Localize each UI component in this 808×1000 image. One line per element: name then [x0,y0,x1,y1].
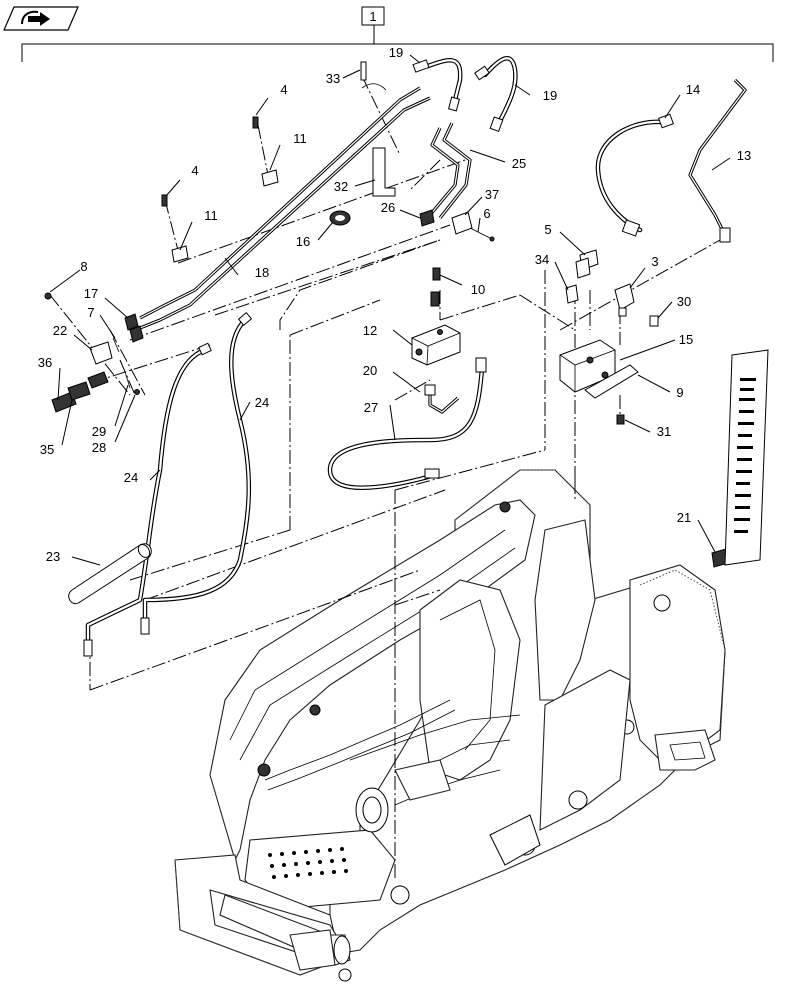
callout-34[interactable]: 34 [535,252,549,267]
callout-37[interactable]: 37 [485,187,499,202]
return-arrow-icon[interactable] [3,6,79,31]
callout-10[interactable]: 10 [471,282,485,297]
callout-12[interactable]: 12 [363,323,377,338]
callout-9[interactable]: 9 [676,385,683,400]
callout-21[interactable]: 21 [677,510,691,525]
small-parts [44,61,769,604]
assembly-bracket: 1 [21,6,774,62]
callout-5[interactable]: 5 [544,222,551,237]
callout-32[interactable]: 32 [334,179,348,194]
assembly-label[interactable]: 1 [369,9,376,24]
callout-36[interactable]: 36 [38,355,52,370]
callout-4[interactable]: 4 [191,163,198,178]
callout-16[interactable]: 16 [296,234,310,249]
callout-28[interactable]: 28 [92,440,106,455]
callout-24[interactable]: 24 [124,470,138,485]
callout-26[interactable]: 26 [381,200,395,215]
callout-7[interactable]: 7 [87,305,94,320]
callout-18[interactable]: 18 [255,265,269,280]
callout-20[interactable]: 20 [363,363,377,378]
callout-22[interactable]: 22 [53,323,67,338]
callout-33[interactable]: 33 [326,71,340,86]
callout-17[interactable]: 17 [84,286,98,301]
callout-35[interactable]: 35 [40,442,54,457]
callout-25[interactable]: 25 [512,156,526,171]
callout-19[interactable]: 19 [543,88,557,103]
callout-4[interactable]: 4 [280,82,287,97]
callout-11[interactable]: 11 [293,131,307,146]
callout-13[interactable]: 13 [737,148,751,163]
hydraulic-lines [83,56,747,657]
callout-31[interactable]: 31 [657,424,671,439]
callout-30[interactable]: 30 [677,294,691,309]
callout-23[interactable]: 23 [46,549,60,564]
leader-lines [49,54,731,566]
callout-27[interactable]: 27 [364,400,378,415]
callout-labels: 19 19 33 4 4 11 11 32 25 37 26 6 16 18 8… [38,45,751,564]
callout-6[interactable]: 6 [483,206,490,221]
callout-3[interactable]: 3 [651,254,658,269]
callout-29[interactable]: 29 [92,424,106,439]
callout-8[interactable]: 8 [80,259,87,274]
machine-frame [174,469,726,982]
callout-19[interactable]: 19 [389,45,403,60]
callout-24[interactable]: 24 [255,395,269,410]
callout-14[interactable]: 14 [686,82,700,97]
callout-15[interactable]: 15 [679,332,693,347]
callout-11[interactable]: 11 [204,208,218,223]
